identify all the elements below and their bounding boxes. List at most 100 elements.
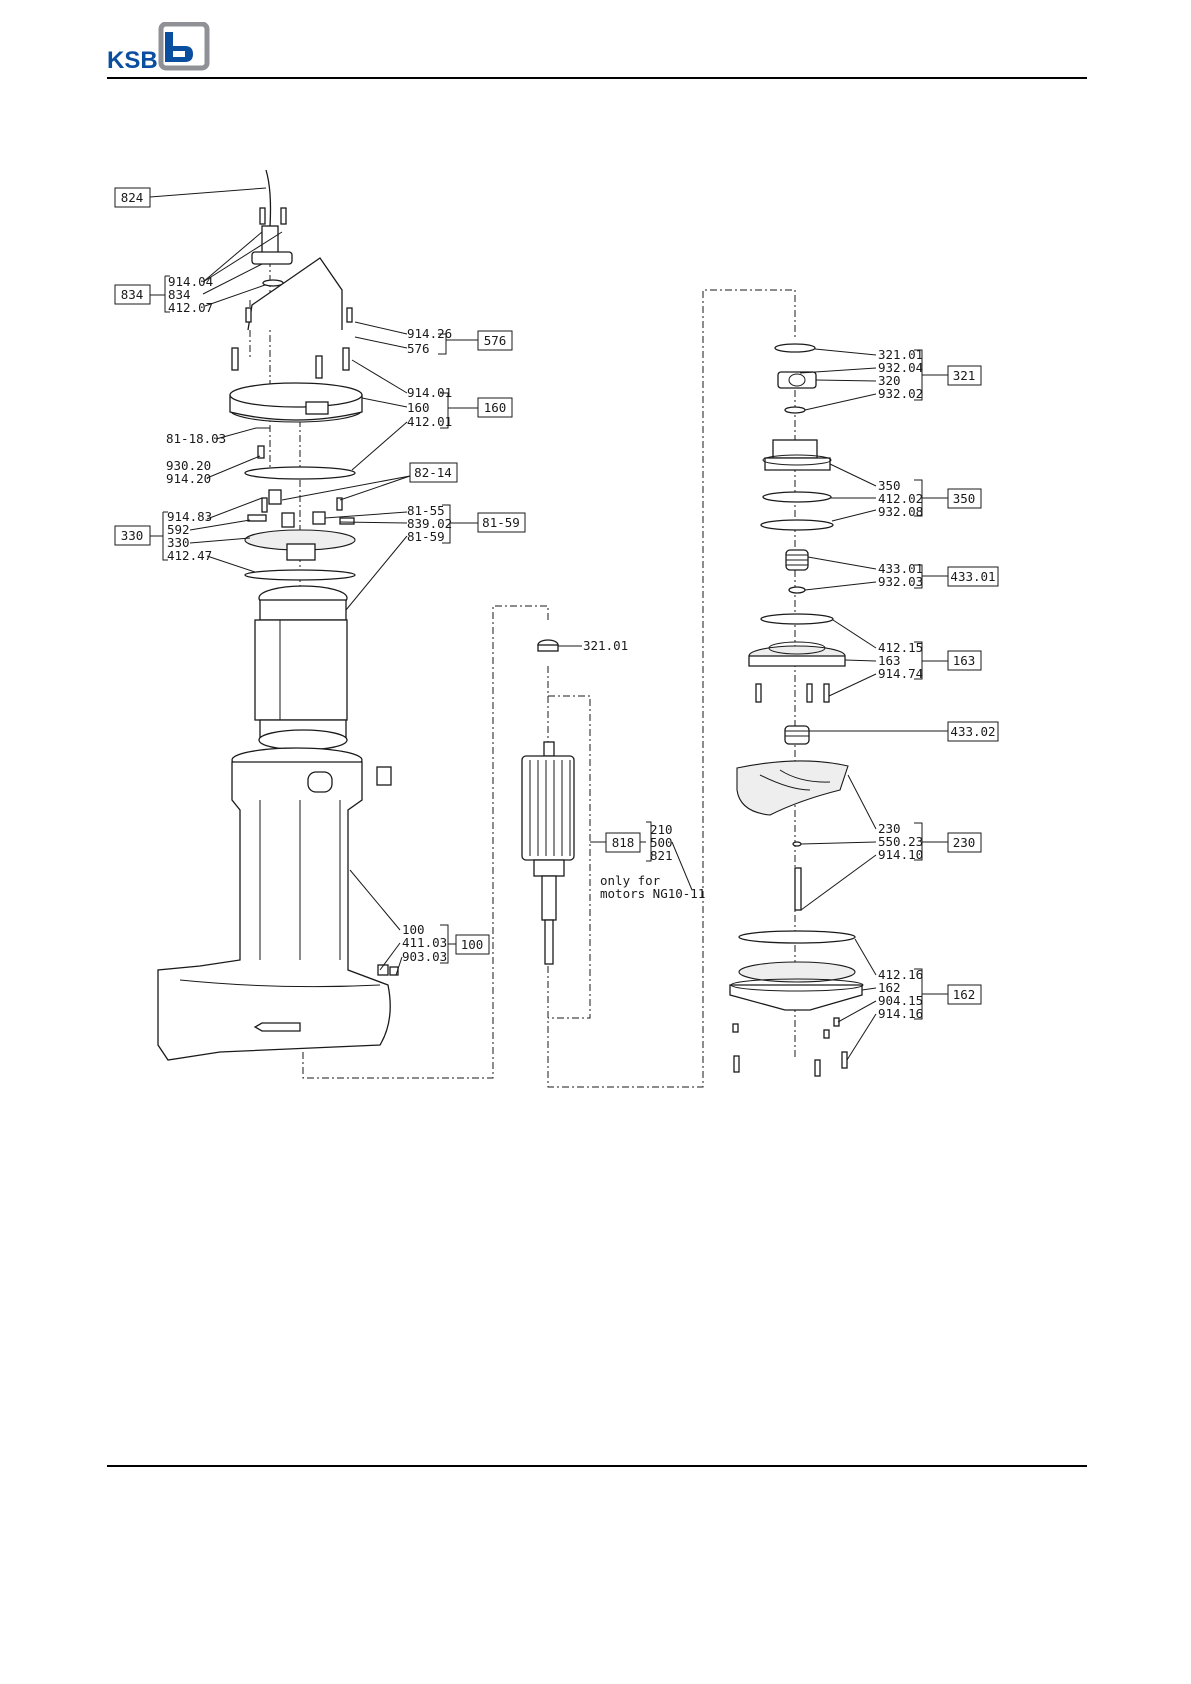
leader-lines [149,187,948,1061]
part-label: 500 [650,835,673,850]
assembly-box-82-14: 82-14 [409,462,458,483]
svg-text:163: 163 [953,653,976,668]
svg-text:824: 824 [121,190,144,205]
assembly-box-824: 824 [114,187,151,208]
part-label: 914.10 [878,847,923,862]
rotor-818 [521,741,575,965]
part-labels: 914.04 834 412.07 914.26 576 914.01 160 … [166,274,923,1021]
o-ring-412-02 [762,491,832,503]
part-label: 330 [167,535,190,550]
footer-rule [107,1465,1087,1467]
part-label: 321.01 [878,347,923,362]
part-label: 412.02 [878,491,923,506]
mechanical-seal-433-02 [784,725,810,745]
svg-text:82-14: 82-14 [414,465,452,480]
part-label: 914.26 [407,326,452,341]
seal-housing-330 [244,489,356,561]
part-label: 412.07 [168,300,213,315]
svg-text:433.01: 433.01 [950,569,995,584]
mechanical-seal-433-01 [785,549,809,594]
assembly-path-rotor-bracket [548,695,591,1019]
part-label: 412.47 [167,548,212,563]
svg-text:321: 321 [953,368,976,383]
part-label: 914.83 [167,509,212,524]
part-label: 914.01 [407,385,452,400]
part-label: 904.15 [878,993,923,1008]
part-label: 411.03 [402,935,447,950]
part-label: 81-55 [407,503,445,518]
assembly-box-834: 834 [114,284,151,305]
part-label: 321.01 [583,638,628,653]
svg-text:162: 162 [953,987,976,1002]
assembly-box-100: 100 [455,934,490,955]
header-rule [107,77,1087,79]
assembly-box-81-59: 81-59 [477,512,526,533]
part-label: 932.04 [878,360,923,375]
part-label: 914.74 [878,666,923,681]
o-ring-412-16 [738,930,856,944]
svg-text:834: 834 [121,287,144,302]
part-label: 932.03 [878,574,923,589]
assembly-box-330: 330 [114,525,151,546]
svg-text:576: 576 [484,333,507,348]
parts-81-18-930 [256,427,270,459]
part-label: 433.01 [878,561,923,576]
assembly-box-163: 163 [947,650,982,671]
part-label: 320 [878,373,901,388]
casing-162 [729,961,864,1077]
assembly-box-160: 160 [477,397,513,418]
o-ring-412-15 [760,613,834,625]
part-label: 550.23 [878,834,923,849]
bracket-lines [150,275,948,1020]
part-label: 821 [650,848,673,863]
part-label: 350 [878,478,901,493]
assembly-box-576: 576 [477,330,513,351]
assembly-box-321: 321 [947,365,982,386]
note-line-2: motors NG10-11 [600,886,705,901]
assembly-box-433-01: 433.01 [947,566,999,587]
part-label: 914.20 [166,471,211,486]
screws-914-01 [231,347,350,379]
svg-text:230: 230 [953,835,976,850]
assembly-box-230: 230 [947,832,982,853]
part-label: 834 [168,287,191,302]
bolt-914-10 [794,867,802,911]
part-label: 81-59 [407,529,445,544]
part-label: 592 [167,522,190,537]
part-label: 412.15 [878,640,923,655]
part-label: 162 [878,980,901,995]
assembly-box-350: 350 [947,488,982,509]
svg-text:818: 818 [612,835,635,850]
assembly-path-middle [547,289,796,1088]
svg-text:100: 100 [461,937,484,952]
svg-text:81-59: 81-59 [482,515,520,530]
part-label: 163 [878,653,901,668]
part-label: 210 [650,822,673,837]
stator-81-59 [254,585,348,751]
part-label: 230 [878,821,901,836]
impeller-230 [736,760,849,847]
part-label: 932.08 [878,504,923,519]
bearing-bracket-350 [762,439,832,471]
cover-160 [229,382,363,423]
note-line-1: only for [600,873,661,888]
cable-824 [265,169,272,227]
part-label: 81-18.03 [166,431,226,446]
svg-text:160: 160 [484,400,507,415]
ksb-logo: KSB [107,21,227,76]
assembly-path-left [302,605,549,1079]
part-label: 160 [407,400,430,415]
svg-text:350: 350 [953,491,976,506]
ring-932-08 [760,519,834,531]
pipe-576 [245,257,353,331]
part-label: 839.02 [407,516,452,531]
casing-cover-163 [748,641,846,703]
cable-gland-834 [251,207,293,287]
part-label: 903.03 [402,949,447,964]
o-ring-412-47 [244,569,356,581]
part-label: 412.16 [878,967,923,982]
bearing-assembly-321 [774,343,817,414]
part-label: 914.04 [168,274,213,289]
assembly-box-433-02: 433.02 [947,721,999,742]
